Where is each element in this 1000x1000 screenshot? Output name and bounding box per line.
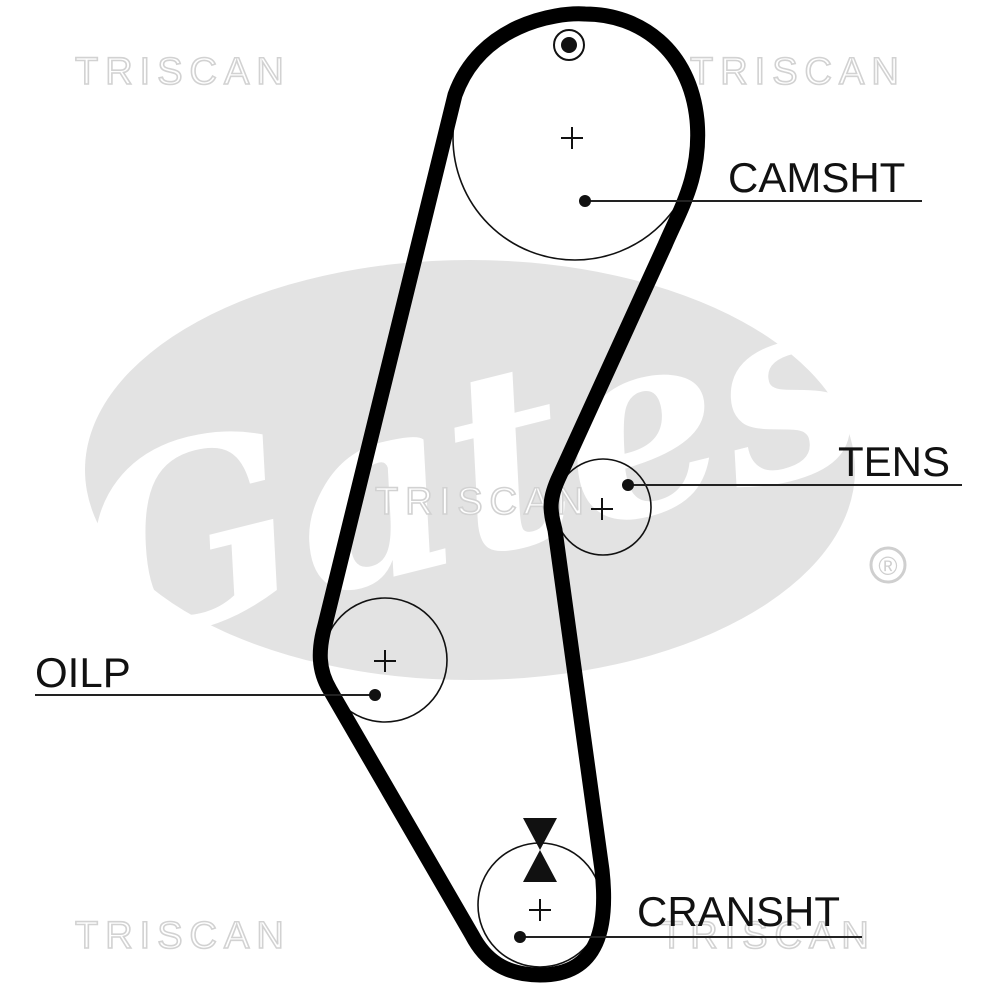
tensioner-leader-dot [622, 479, 634, 491]
crankshaft-label: CRANSHT [637, 888, 840, 935]
crankshaft-timing-mark [523, 818, 557, 882]
oil-pump-label: OILP [35, 649, 131, 696]
registered-mark: ® [878, 551, 897, 581]
watermark-top-right: TRISCAN [690, 51, 906, 93]
watermark-bottom-left: TRISCAN [75, 915, 291, 957]
tensioner-center-cross [591, 498, 613, 520]
crankshaft-leader-dot [514, 931, 526, 943]
camshaft-center-cross [561, 127, 583, 149]
camshaft-leader-dot [579, 195, 591, 207]
timing-belt [312, 6, 706, 983]
oil-pump-leader-dot [369, 689, 381, 701]
crankshaft-center-cross [529, 899, 551, 921]
watermark-top-left: TRISCAN [75, 51, 291, 93]
gates-logo: Gates ® [50, 229, 907, 705]
camshaft-label: CAMSHT [728, 154, 905, 201]
oil-pump-center-cross [374, 650, 396, 672]
gates-logo-oval [85, 260, 855, 680]
tensioner-label: TENS [838, 438, 950, 485]
camshaft-timing-mark [553, 29, 585, 61]
registered-mark-circle [869, 546, 907, 584]
